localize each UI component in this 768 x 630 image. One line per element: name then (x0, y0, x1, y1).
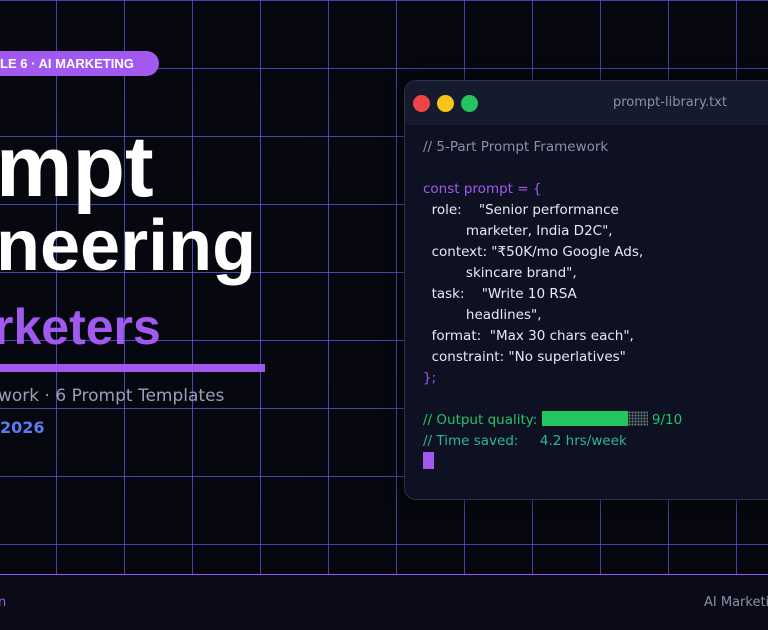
quality-bar-remainder (627, 411, 648, 426)
module-badge: LE 6 · AI MARKETING (0, 51, 159, 76)
title-line-3: rketers (0, 299, 161, 355)
code-role: role: "Senior performance (423, 202, 619, 218)
time-line: // Time saved: 4.2 hrs/week (423, 431, 682, 452)
code-context: context: "₹50K/mo Google Ads, (423, 244, 644, 260)
code-open: const prompt = { (423, 181, 542, 197)
code-context-cont: skincare brand", (423, 265, 577, 281)
code-constraint: constraint: "No superlatives" (423, 349, 626, 365)
code-task-cont: headlines", (423, 307, 542, 323)
code-format: format: "Max 30 chars each", (423, 328, 634, 344)
time-value: 4.2 hrs/week (539, 433, 627, 449)
title-underline (0, 364, 265, 372)
code-close: }; (423, 370, 437, 386)
quality-label: // Output quality: (423, 412, 542, 428)
code-task: task: "Write 10 RSA (423, 286, 577, 302)
quality-value: 9/10 (651, 412, 683, 428)
time-label: // Time saved: (423, 433, 540, 449)
text-cursor (423, 452, 434, 469)
quality-line: // Output quality: 9/10 (423, 410, 682, 431)
code-content: // 5-Part Prompt Framework const prompt … (423, 137, 682, 473)
title-line-2: neering (0, 206, 257, 286)
code-role-cont: marketer, India D2C", (423, 223, 613, 239)
window-titlebar: prompt-library.txt (405, 81, 768, 125)
footer-left-text: n (0, 595, 7, 610)
code-comment: // 5-Part Prompt Framework (423, 139, 609, 155)
close-dot-icon[interactable] (413, 95, 430, 112)
maximize-dot-icon[interactable] (461, 95, 478, 112)
quality-bar (541, 411, 628, 426)
footer-right-text: AI Marketi (704, 595, 768, 610)
window-filename: prompt-library.txt (613, 95, 727, 110)
code-window: prompt-library.txt // 5-Part Prompt Fram… (404, 80, 768, 500)
footer (0, 574, 768, 630)
title-line-1: mpt (0, 119, 154, 215)
year: 2026 (0, 418, 45, 437)
minimize-dot-icon[interactable] (437, 95, 454, 112)
subtitle: work · 6 Prompt Templates (0, 386, 225, 406)
